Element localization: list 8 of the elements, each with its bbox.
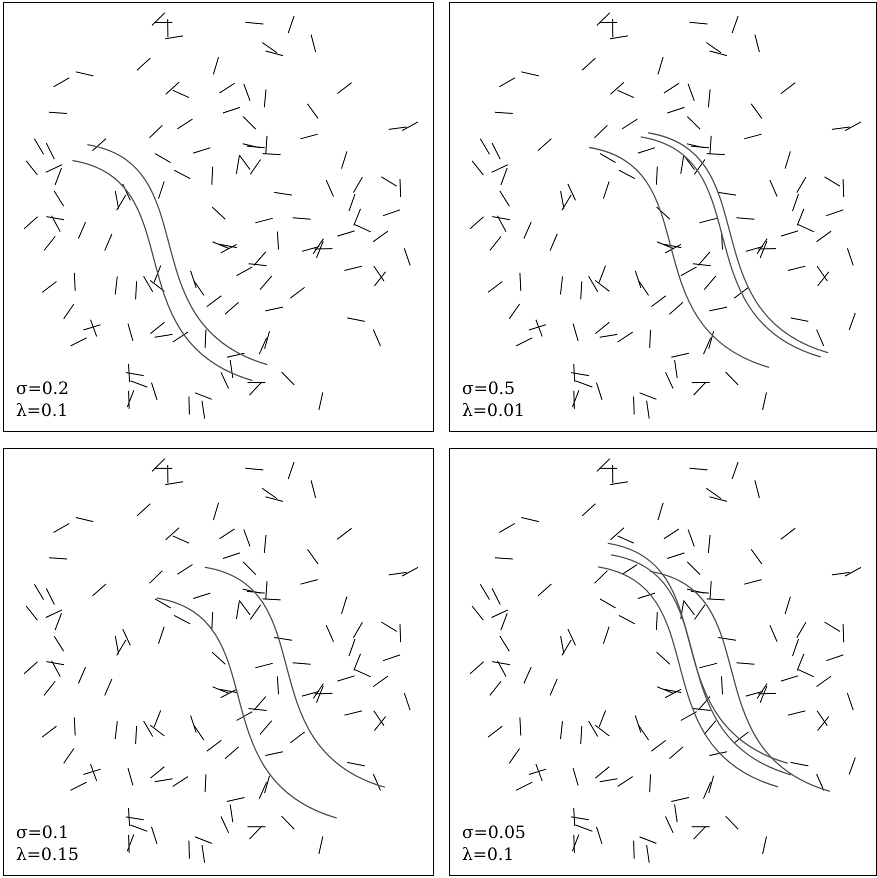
parameter-label: λ=0.15 bbox=[16, 845, 79, 865]
parameter-label: σ=0.05 bbox=[462, 823, 526, 843]
parameter-label: σ=0.5 bbox=[462, 379, 515, 399]
parameter-label: σ=0.2 bbox=[16, 379, 69, 399]
parameter-label: λ=0.01 bbox=[462, 401, 525, 421]
parameter-label: σ=0.1 bbox=[16, 823, 69, 843]
parameter-label: λ=0.1 bbox=[16, 401, 68, 421]
parameter-label: λ=0.1 bbox=[462, 845, 514, 865]
